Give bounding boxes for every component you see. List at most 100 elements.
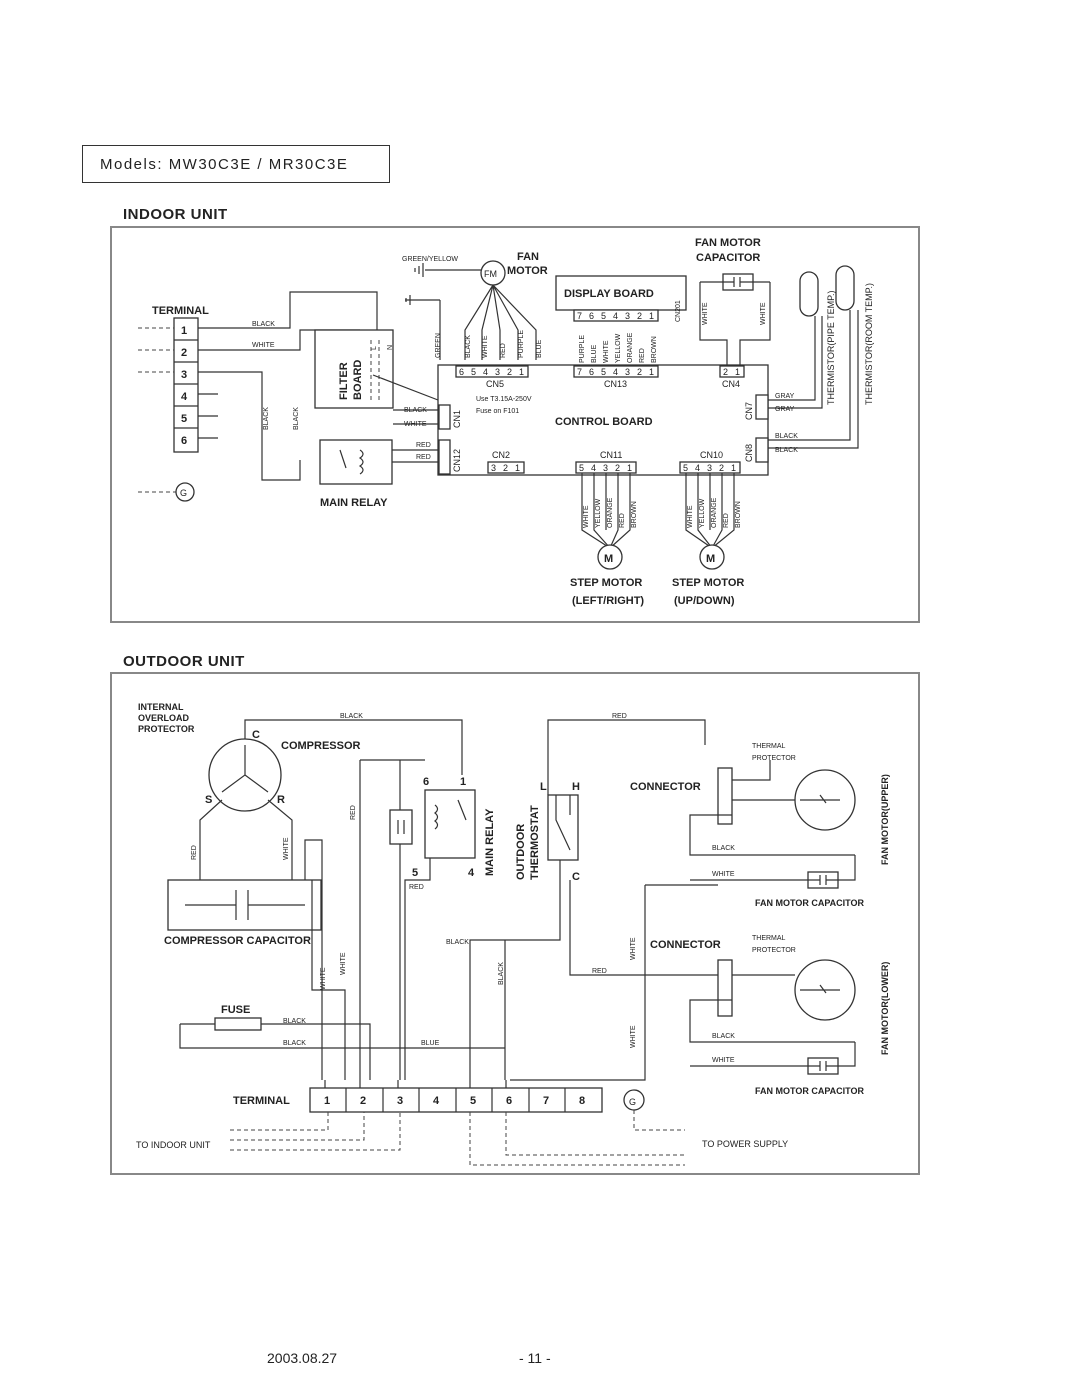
svg-text:WHITE: WHITE [252, 342, 275, 349]
svg-text:3: 3 [625, 367, 630, 377]
svg-text:C: C [252, 729, 260, 741]
svg-text:FM: FM [484, 269, 497, 279]
indoor-term-1: 1 [181, 325, 187, 337]
svg-text:OVERLOAD: OVERLOAD [138, 713, 190, 723]
filter-board: FILTER BOARD L N [314, 329, 394, 409]
outdoor-thermostat: L H C OUTDOOR THERMOSTAT [515, 781, 580, 883]
svg-text:BLACK: BLACK [404, 407, 427, 414]
svg-text:WHITE: WHITE [760, 302, 767, 325]
fan-motor-upper: THERMAL PROTECTOR FAN MOTOR(UPPER) [752, 743, 890, 865]
svg-text:CN1: CN1 [452, 410, 462, 428]
svg-text:M: M [604, 553, 613, 565]
svg-text:WHITE: WHITE [712, 1057, 735, 1064]
indoor-main-relay: MAIN RELAY [319, 439, 393, 509]
svg-text:OUTDOOR: OUTDOOR [515, 824, 527, 880]
outdoor-unit-title: OUTDOOR UNIT [123, 653, 245, 670]
svg-text:1: 1 [519, 367, 524, 377]
svg-text:GREEN: GREEN [435, 333, 442, 358]
svg-text:BLACK: BLACK [263, 407, 270, 430]
svg-text:FAN MOTOR(LOWER): FAN MOTOR(LOWER) [880, 962, 890, 1055]
svg-text:4: 4 [613, 311, 618, 321]
svg-text:5: 5 [683, 463, 688, 473]
svg-text:CN11: CN11 [600, 450, 622, 460]
control-board-label: CONTROL BOARD [555, 416, 653, 428]
svg-text:THERMISTOR(ROOM TEMP.): THERMISTOR(ROOM TEMP.) [864, 283, 874, 405]
svg-text:2: 2 [637, 367, 642, 377]
svg-text:FAN: FAN [517, 251, 539, 263]
compressor-capacitor: COMPRESSOR CAPACITOR [164, 879, 322, 947]
compressor: C S R COMPRESSOR [205, 729, 361, 812]
indoor-term-6: 6 [181, 435, 187, 447]
svg-text:BLACK: BLACK [775, 447, 798, 454]
svg-text:BLUE: BLUE [591, 344, 598, 363]
svg-text:GRAY: GRAY [775, 393, 795, 400]
svg-text:BLACK: BLACK [283, 1018, 306, 1025]
svg-text:BLACK: BLACK [340, 713, 363, 720]
svg-text:BLACK: BLACK [465, 335, 472, 358]
svg-text:RED: RED [191, 845, 198, 860]
svg-text:MAIN RELAY: MAIN RELAY [484, 808, 496, 876]
svg-text:BLACK: BLACK [712, 1033, 735, 1040]
svg-text:3: 3 [397, 1095, 403, 1107]
svg-text:RED: RED [619, 513, 626, 528]
svg-text:C: C [572, 871, 580, 883]
svg-text:5: 5 [470, 1095, 476, 1107]
indoor-term-3: 3 [181, 369, 187, 381]
svg-text:BLUE: BLUE [536, 339, 543, 358]
svg-text:(LEFT/RIGHT): (LEFT/RIGHT) [572, 595, 644, 607]
fan-motor-lower: THERMAL PROTECTOR FAN MOTOR(LOWER) [752, 935, 890, 1055]
svg-text:FUSE: FUSE [221, 1004, 250, 1016]
svg-text:CN12: CN12 [452, 449, 462, 472]
svg-text:THERMAL: THERMAL [752, 743, 786, 750]
svg-text:BLACK: BLACK [712, 845, 735, 852]
svg-text:WHITE: WHITE [712, 871, 735, 878]
svg-text:ORANGE: ORANGE [607, 497, 614, 528]
svg-text:N: N [387, 345, 394, 350]
svg-text:4: 4 [468, 867, 475, 879]
svg-text:5: 5 [601, 311, 606, 321]
svg-text:MOTOR: MOTOR [507, 265, 548, 277]
svg-text:BROWN: BROWN [651, 336, 658, 363]
svg-text:6: 6 [459, 367, 464, 377]
outdoor-main-relay: 6 1 5 4 MAIN RELAY [412, 776, 496, 879]
svg-text:BLACK: BLACK [498, 962, 505, 985]
svg-text:MAIN RELAY: MAIN RELAY [320, 497, 388, 509]
svg-text:RED: RED [350, 805, 357, 820]
svg-text:1: 1 [460, 776, 466, 788]
svg-text:L: L [540, 781, 547, 793]
svg-text:CN4: CN4 [722, 379, 740, 389]
svg-text:5: 5 [601, 367, 606, 377]
svg-text:3: 3 [707, 463, 712, 473]
svg-text:7: 7 [577, 311, 582, 321]
svg-text:2: 2 [615, 463, 620, 473]
svg-text:4: 4 [591, 463, 596, 473]
svg-text:PROTECTOR: PROTECTOR [752, 947, 796, 954]
svg-text:CONNECTOR: CONNECTOR [630, 781, 701, 793]
svg-text:S: S [205, 794, 212, 806]
svg-text:1: 1 [649, 311, 654, 321]
svg-text:WHITE: WHITE [702, 302, 709, 325]
svg-text:RED: RED [409, 884, 424, 891]
svg-text:TERMINAL: TERMINAL [233, 1095, 290, 1107]
svg-text:7: 7 [543, 1095, 549, 1107]
svg-text:RED: RED [723, 513, 730, 528]
svg-text:PROTECTOR: PROTECTOR [138, 724, 195, 734]
svg-text:RED: RED [416, 454, 431, 461]
svg-text:BLACK: BLACK [283, 1040, 306, 1047]
svg-text:BLACK: BLACK [775, 433, 798, 440]
control-board: CONTROL BOARD Use T3.15A-250V Fuse on F1… [437, 364, 769, 476]
outdoor-unit-panel [110, 672, 920, 1175]
svg-text:CN7: CN7 [744, 402, 754, 420]
indoor-term-5: 5 [181, 413, 187, 425]
svg-text:FAN MOTOR CAPACITOR: FAN MOTOR CAPACITOR [755, 898, 865, 908]
svg-text:YELLOW: YELLOW [595, 498, 602, 528]
svg-text:COMPRESSOR CAPACITOR: COMPRESSOR CAPACITOR [164, 935, 311, 947]
svg-text:FILTER: FILTER [338, 362, 350, 400]
outdoor-terminal-block: TERMINAL 1 2 3 4 5 6 7 8 G [233, 1087, 645, 1113]
indoor-terminal-label: TERMINAL [152, 305, 209, 317]
svg-text:THERMAL: THERMAL [752, 935, 786, 942]
indoor-term-2: 2 [181, 347, 187, 359]
svg-text:BLACK: BLACK [293, 407, 300, 430]
